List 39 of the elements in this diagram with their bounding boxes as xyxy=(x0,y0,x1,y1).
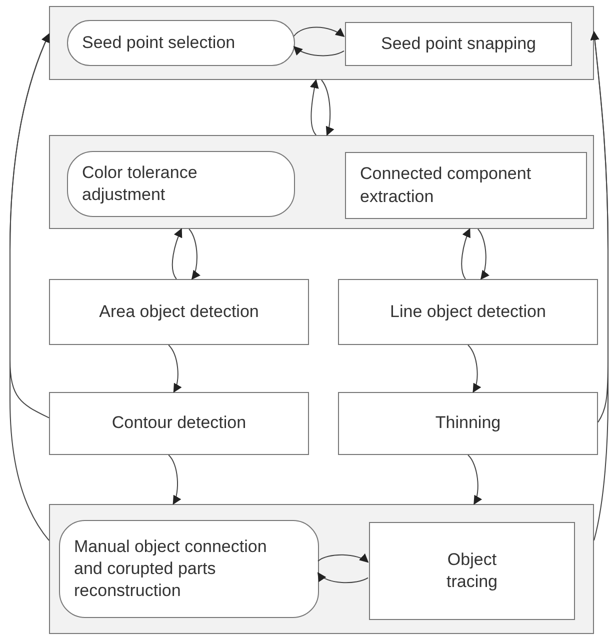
node-label: Contour detection xyxy=(112,412,246,434)
node-label: Line object detection xyxy=(390,300,546,323)
curved-arrow xyxy=(468,454,482,505)
node-label: Area object detection xyxy=(99,300,259,323)
rounded-process-box xyxy=(67,20,295,66)
curved-arrow xyxy=(293,46,344,56)
group-panel xyxy=(49,504,594,634)
node-label: Seed point snapping xyxy=(380,32,536,55)
curved-arrow xyxy=(321,80,334,136)
curved-arrow xyxy=(294,26,345,37)
curved-arrow xyxy=(317,572,368,584)
node-label: Thinning xyxy=(435,412,501,434)
curved-arrow xyxy=(461,228,471,280)
process-box xyxy=(338,392,598,455)
group-panel xyxy=(49,6,594,80)
curved-arrow xyxy=(318,554,369,563)
curved-arrow xyxy=(310,79,319,136)
process-box xyxy=(49,279,309,345)
curved-arrow xyxy=(168,344,182,393)
curved-arrow xyxy=(590,31,608,423)
curved-arrow xyxy=(188,228,200,280)
node-label: Connected component extraction xyxy=(360,163,532,208)
group-panel xyxy=(49,135,594,229)
node-label: Manual object connection and corupted parts reconstruction xyxy=(74,536,268,602)
curved-arrow xyxy=(477,228,490,280)
curved-arrow xyxy=(168,454,181,505)
rounded-process-box xyxy=(67,151,295,217)
curved-arrow xyxy=(172,228,182,280)
rounded-process-box xyxy=(59,520,319,618)
process-box xyxy=(345,152,587,219)
process-box xyxy=(338,279,598,345)
node-label: Seed point selection xyxy=(82,32,236,54)
node-label: Object tracing xyxy=(445,548,499,593)
curved-arrow xyxy=(10,33,50,418)
process-box xyxy=(49,392,309,455)
node-label: Color tolerance adjustment xyxy=(82,162,198,206)
process-box xyxy=(369,522,575,620)
curved-arrow xyxy=(468,344,481,393)
process-box xyxy=(345,22,572,66)
